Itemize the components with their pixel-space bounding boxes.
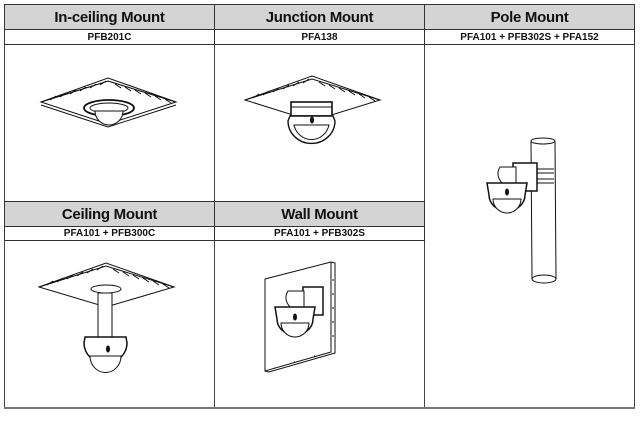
junction-mount-illustration [243, 75, 382, 145]
header-junction-mount: Junction Mount [214, 4, 425, 30]
header-pole-mount: Pole Mount [424, 4, 635, 30]
header-ceiling-mount: Ceiling Mount [4, 201, 215, 227]
wall-mount-illustration [264, 261, 336, 373]
parts-wall-mount: PFA101 + PFB302S [214, 227, 425, 241]
parts-in-ceiling-mount: PFB201C [4, 30, 215, 45]
parts-ceiling-mount: PFA101 + PFB300C [4, 227, 215, 241]
cell-ceiling-mount [4, 241, 215, 408]
in-ceiling-mount-illustration [39, 77, 178, 128]
parts-pole-mount: PFA101 + PFB302S + PFA152 [424, 30, 635, 45]
pole-mount-illustration [486, 137, 557, 284]
header-wall-mount: Wall Mount [214, 201, 425, 227]
cell-pole-mount [424, 45, 635, 408]
table-bottom-border [4, 407, 635, 409]
cell-wall-mount [214, 241, 425, 408]
header-in-ceiling-mount: In-ceiling Mount [4, 4, 215, 30]
ceiling-mount-illustration [37, 262, 176, 374]
parts-junction-mount: PFA138 [214, 30, 425, 45]
cell-in-ceiling-mount [4, 45, 215, 202]
cell-junction-mount [214, 45, 425, 202]
